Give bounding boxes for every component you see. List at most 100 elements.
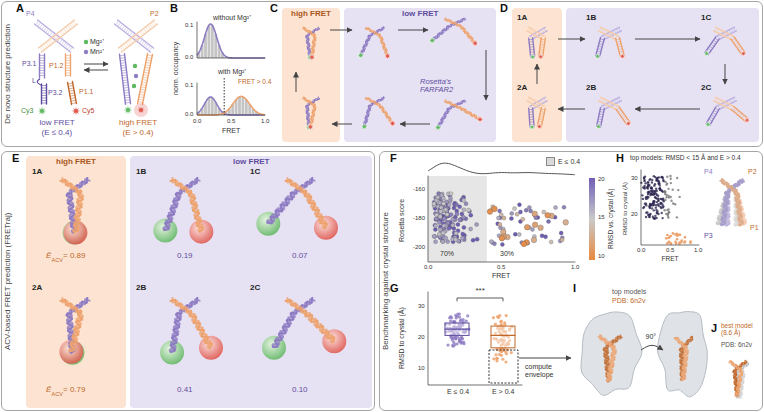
- illustration-circle: [663, 200, 665, 202]
- illustration-circle: [642, 198, 644, 200]
- illustration-path: [138, 54, 148, 104]
- illustration-circle: [643, 187, 645, 189]
- illustration-circle: [650, 187, 652, 189]
- illustration-path: [197, 24, 265, 58]
- illustration-path: [533, 108, 534, 127]
- illustration-path: [70, 54, 71, 76]
- illustration-circle: [499, 320, 502, 323]
- illustration-path: [124, 94, 129, 96]
- illustration-circle: [663, 209, 665, 211]
- illustration-path: [37, 79, 41, 85]
- illustration-circle: [492, 357, 495, 360]
- illustration-rect: [211, 25, 214, 58]
- illustration-path: [50, 39, 53, 43]
- illustration-circle: [452, 341, 455, 344]
- illustration-circle: [689, 241, 692, 244]
- illustration-polygon: [429, 37, 436, 44]
- illustration-path: [296, 72, 297, 92]
- illustration-circle: [672, 188, 674, 190]
- illustration-path: [40, 65, 45, 66]
- illustration-path: [46, 29, 49, 33]
- illustration-circle: [656, 201, 658, 203]
- illustration-path: [120, 57, 125, 59]
- illustration-circle: [655, 217, 657, 219]
- illustration-path: [66, 58, 71, 59]
- illustration-path: [715, 27, 733, 36]
- illustration-circle: [654, 196, 656, 198]
- illustration-circle: [451, 223, 455, 227]
- illustration-path: [379, 36, 388, 56]
- illustration-circle: [524, 224, 530, 230]
- illustration-circle: [438, 201, 442, 205]
- illustration-circle: [494, 323, 497, 326]
- illustration-path: [543, 38, 546, 57]
- illustration-path: [125, 102, 130, 104]
- illustration-circle: [434, 240, 438, 244]
- illustration-polygon: [595, 53, 601, 59]
- illustration-rect: [242, 97, 245, 115]
- illustration-circle: [655, 179, 657, 181]
- illustration-path: [460, 108, 480, 119]
- illustration-circle: [499, 213, 503, 217]
- illustration-path: [67, 46, 70, 50]
- illustration-path: [151, 22, 154, 26]
- illustration-path: [616, 39, 621, 57]
- illustration-path: [122, 46, 125, 50]
- illustration-rect: [489, 350, 518, 383]
- illustration-circle: [659, 202, 661, 204]
- illustration-circle: [667, 237, 670, 240]
- illustration-circle: [435, 213, 439, 217]
- illustration-path: [120, 24, 123, 28]
- illustration-circle: [437, 221, 441, 225]
- illustration-path: [65, 54, 66, 76]
- illustration-path: [57, 33, 60, 37]
- illustration-polygon: [740, 51, 746, 57]
- illustration-path: [172, 297, 192, 313]
- illustration-path: [49, 32, 52, 36]
- illustration-circle: [436, 195, 440, 199]
- illustration-line: [224, 78, 225, 115]
- illustration-circle: [434, 217, 438, 221]
- illustration-circle: [441, 231, 445, 235]
- illustration-path: [122, 26, 125, 30]
- illustration-circle: [670, 242, 673, 245]
- illustration-path: [42, 88, 47, 89]
- illustration-circle: [667, 214, 669, 216]
- illustration-circle: [659, 187, 661, 189]
- illustration-circle: [655, 209, 657, 211]
- illustration-circle: [450, 316, 453, 319]
- illustration-circle: [563, 220, 569, 226]
- illustration-path: [66, 73, 71, 74]
- illustration-circle: [467, 208, 471, 212]
- illustration-path: [118, 20, 154, 48]
- illustration-path: [121, 67, 126, 69]
- illustration-circle: [668, 211, 670, 213]
- illustration-polygon: [38, 107, 47, 116]
- illustration-circle: [659, 188, 661, 190]
- illustration-circle: [649, 178, 651, 180]
- illustration-circle: [664, 190, 666, 192]
- illustration-circle: [678, 241, 681, 244]
- illustration-circle: [454, 231, 458, 235]
- illustration-circle: [660, 198, 662, 200]
- illustration-circle: [652, 216, 654, 218]
- illustration-path: [145, 27, 148, 31]
- illustration-circle: [542, 210, 546, 214]
- illustration-circle: [441, 240, 445, 244]
- illustration-circle: [667, 208, 669, 210]
- illustration-circle: [659, 184, 661, 186]
- illustration-circle: [672, 232, 675, 235]
- illustration-circle: [649, 204, 651, 206]
- illustration-circle: [456, 223, 460, 227]
- illustration-rect: [445, 323, 469, 335]
- illustration-path: [145, 44, 148, 48]
- illustration-circle: [495, 357, 498, 360]
- illustration-circle: [454, 337, 457, 340]
- illustration-circle: [549, 240, 553, 244]
- illustration-circle: [462, 342, 465, 345]
- illustration-g: [428, 292, 571, 385]
- illustration-circle: [674, 241, 677, 244]
- illustration-circle: [451, 344, 454, 347]
- illustration-circle: [489, 240, 493, 244]
- illustration-circle: [662, 206, 664, 208]
